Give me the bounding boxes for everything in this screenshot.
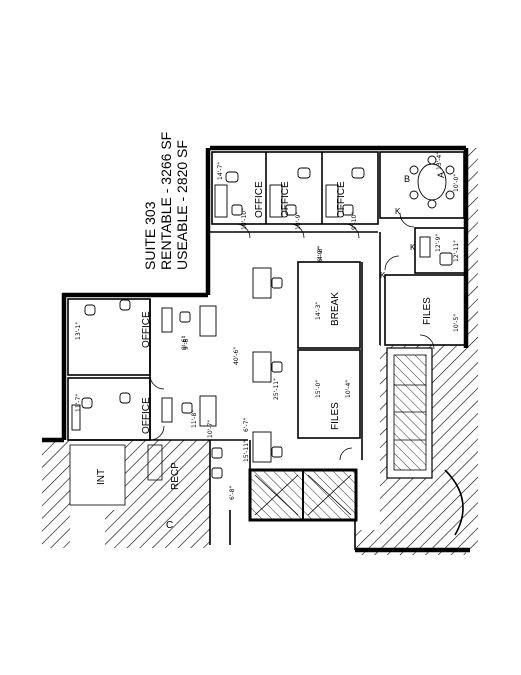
dim-label: 13'-1": [75, 322, 82, 340]
room-label-conf-a: A: [436, 172, 446, 178]
room-label-recp: RECP: [170, 462, 181, 490]
room-label-k2: K: [410, 243, 416, 252]
room-label-k1: K: [395, 207, 401, 216]
room-label-conf-b: B: [404, 174, 410, 184]
dim-label: 11'-8": [191, 410, 198, 428]
dim-label: 40'-6": [233, 347, 240, 365]
dim-label: 9'-10": [351, 212, 358, 230]
dim-label: 4'-8": [317, 246, 324, 260]
suite-name: SUITE 303: [142, 201, 158, 270]
dimension-labels: 10'-0" 14'-7" 10'-10" 10'-9" 9'-10" 13'-…: [75, 152, 460, 500]
room-label-office-5: OFFICE: [141, 397, 152, 434]
suite-rentable: RENTABLE - 3266 SF: [158, 132, 174, 270]
room-label-office-4: OFFICE: [141, 311, 152, 348]
dim-label: 13'-4": [436, 152, 443, 170]
dim-label: 9'-6": [183, 336, 190, 350]
dim-label: 10'-0": [453, 174, 460, 192]
dim-label: 15'-0": [315, 380, 322, 398]
exterior-walls: [42, 145, 469, 443]
room-label-c: C: [166, 520, 173, 531]
room-label-office-1: OFFICE: [254, 181, 265, 218]
suite-useable: USEABLE - 2820 SF: [174, 140, 190, 270]
dim-label: 25'-11": [273, 378, 280, 400]
dim-label: 6'-8": [229, 486, 236, 500]
dim-label: 14'-7": [217, 162, 224, 180]
interior-walls: [67, 151, 470, 553]
room-labels: OFFICE OFFICE OFFICE OFFICE OFFICE BREAK…: [96, 172, 446, 531]
furniture: [71, 155, 455, 479]
dim-label: 14'-3": [315, 302, 322, 320]
dim-label: 6'-7": [243, 418, 250, 432]
dim-label: 10'-7": [207, 420, 214, 438]
room-label-int: INT: [96, 469, 107, 485]
room-label-files-right: FILES: [422, 297, 433, 325]
dim-label: 10'-4": [345, 380, 352, 398]
dim-label: 10'-10": [241, 208, 248, 230]
room-label-files-middle: FILES: [330, 402, 341, 430]
dim-label: 15'-11": [243, 440, 250, 462]
dim-label: 11'-7": [75, 394, 82, 412]
dim-label: 6'-9": [317, 248, 324, 262]
stair-core: [386, 347, 464, 536]
door-swings: [149, 212, 435, 461]
room-label-office-2: OFFICE: [280, 181, 291, 218]
dim-label: 12'-11": [453, 240, 460, 262]
room-label-break: BREAK: [330, 292, 341, 326]
room-label-k3: K: [380, 271, 386, 280]
dim-label: 10'-5": [453, 314, 460, 332]
dim-label: 9'-6": [181, 336, 188, 350]
room-label-office-3: OFFICE: [336, 181, 347, 218]
suite-info: SUITE 303 RENTABLE - 3266 SF USEABLE - 2…: [142, 132, 190, 270]
elevator-block: [248, 468, 358, 522]
dim-label: 12'-9": [435, 234, 442, 252]
dim-label: 10'-9": [295, 212, 302, 230]
